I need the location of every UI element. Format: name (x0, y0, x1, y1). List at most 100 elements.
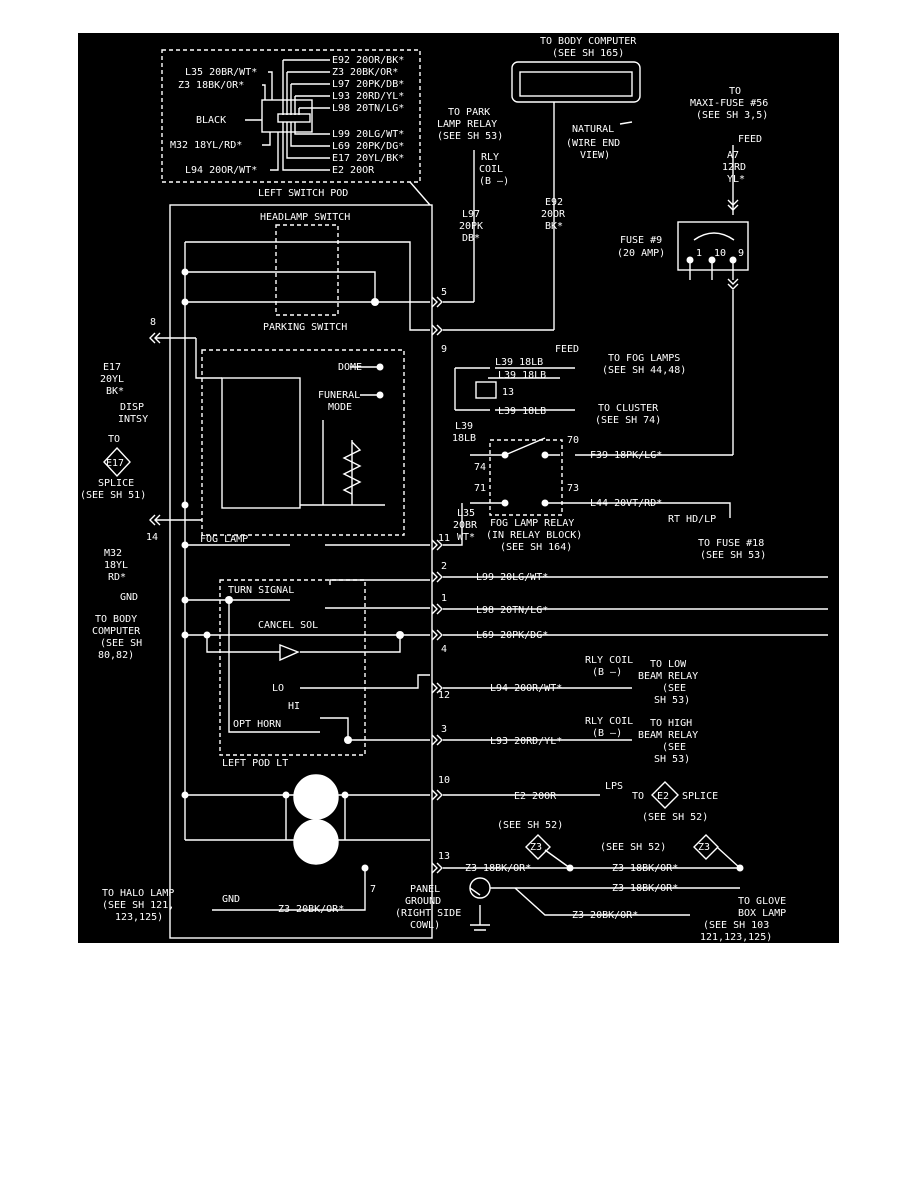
pin-number-11: 11 (438, 533, 450, 544)
pin-number-13: 13 (438, 851, 450, 862)
see-sh52-label-b: (SEE SH 52) (600, 842, 666, 853)
panel-ground-label-3: (RIGHT SIDE (395, 908, 461, 919)
a7-wire-label-1: A7 (727, 150, 739, 161)
high-beam-label-4: SH 53) (654, 754, 690, 765)
pin-number-2: 2 (441, 561, 447, 572)
pin-l97: L97 20PK/DB* (332, 79, 404, 90)
halo-lamp-label-3: 123,125) (115, 912, 163, 923)
e92-wire-label-2: 20OR (541, 209, 566, 220)
hi-label: HI (288, 701, 300, 712)
l35-wire-label-2: 20BR (453, 520, 478, 531)
pin-number-12: 12 (438, 690, 450, 701)
fuse9-box (677, 221, 749, 271)
to-splice-label: TO (108, 434, 120, 445)
l99-wire-label: L99 20LG/WT* (476, 572, 548, 583)
lps-label: LPS (605, 781, 623, 792)
headlamp-switch-box (275, 224, 339, 316)
fog-relay-name-1: FOG LAMP RELAY (490, 518, 574, 529)
maxi-fuse-label-2: MAXI-FUSE #56 (690, 98, 768, 109)
relay-pin-70: 70 (567, 435, 579, 446)
connector-chevron-icon (149, 199, 739, 874)
low-rly-label-1: RLY COIL (585, 655, 633, 666)
natural-label: NATURAL (572, 124, 614, 135)
pin-number-3: 3 (441, 724, 447, 735)
connector-pinout-box (161, 49, 421, 183)
l94-wire-label: L94 20OR/WT* (490, 683, 562, 694)
to-cluster-label: TO CLUSTER (598, 403, 659, 414)
halo-lamp-label-1: TO HALO LAMP (102, 888, 174, 899)
wire-end-label-1: (WIRE END (566, 138, 620, 149)
e2-ref-label: (SEE SH 52) (642, 812, 708, 823)
pin-black: BLACK (196, 115, 226, 126)
high-beam-label-2: BEAM RELAY (638, 730, 698, 741)
park-lamp-label-1: TO PARK (448, 107, 490, 118)
pin-number-10: 10 (438, 775, 450, 786)
high-rly-label-1: RLY COIL (585, 716, 633, 727)
glove-box-label-3: (SEE SH 103 (703, 920, 769, 931)
pin-number-7: 7 (370, 884, 376, 895)
z3-splice-icon-1 (525, 834, 551, 860)
to-fuse18-label: TO FUSE #18 (698, 538, 764, 549)
ground-icon (469, 877, 491, 899)
l97-wire-label-3: DB* (462, 233, 480, 244)
dome-control-icon (221, 377, 301, 509)
maxi-fuse-label-1: TO (729, 86, 741, 97)
high-beam-label-3: (SEE (662, 742, 686, 753)
parking-switch-label: PARKING SWITCH (263, 322, 347, 333)
low-beam-label-1: TO LOW (650, 659, 687, 670)
m32-wire-label-2: 18YL (104, 560, 128, 571)
to-e2-label: TO (632, 791, 644, 802)
m32-wire-label-3: RD* (108, 572, 126, 583)
turn-signal-box (219, 579, 366, 756)
m32-wire-label-1: M32 (104, 548, 122, 559)
fog-indicator-box (475, 381, 497, 399)
body-computer-ref: (SEE SH 165) (552, 48, 624, 59)
to-body-computer-4: 80,82) (98, 650, 134, 661)
connector-lead-line (409, 181, 431, 206)
turn-signal-label: TURN SIGNAL (228, 585, 294, 596)
panel-ground-label-4: COWL) (410, 920, 440, 931)
e17-wire-label-3: BK* (106, 386, 124, 397)
to-body-computer-2: COMPUTER (92, 626, 141, 637)
pin-e92: E92 20OR/BK* (332, 55, 404, 66)
relay-pin-74: 74 (474, 462, 486, 473)
park-rly-label-3: (B —) (479, 176, 509, 187)
l35-wire-label-1: L35 (457, 508, 475, 519)
glove-box-label-2: BOX LAMP (738, 908, 786, 919)
l39-wire-label-3: L39 18LB (498, 406, 546, 417)
switch-pod-title: LEFT SWITCH POD (258, 188, 348, 199)
l93-wire-label: L93 20RD/YL* (490, 736, 562, 747)
l39-side-label-1: L39 (455, 421, 473, 432)
body-computer-connector-icon (511, 61, 641, 103)
opt-horn-label: OPT HORN (233, 719, 281, 730)
cluster-ref-label: (SEE SH 74) (595, 415, 661, 426)
to-body-computer-3: (SEE SH (100, 638, 142, 649)
z3-wire-label-a: Z3 18BK/OR* (465, 863, 531, 874)
lamp-bulb-icon-2 (293, 819, 339, 865)
fuse9-rating: (20 AMP) (617, 248, 665, 259)
e17-wire-label-2: 20YL (100, 374, 124, 385)
l69-wire-label: L69 20PK/DG* (476, 630, 548, 641)
pin-m32: M32 18YL/RD* (170, 140, 242, 151)
halo-gnd-label: GND (222, 894, 240, 905)
lo-label: LO (272, 683, 284, 694)
pin-l35: L35 20BR/WT* (185, 67, 257, 78)
low-rly-label-2: (B —) (592, 667, 622, 678)
pin-z3: Z3 20BK/OR* (332, 67, 398, 78)
headlamp-switch-label: HEADLAMP SWITCH (260, 212, 350, 223)
z3-splice-icon-2 (693, 834, 719, 860)
pin-l99: L99 20LG/WT* (332, 129, 404, 140)
fog-lamp-label: FOG LAMP (200, 534, 248, 545)
e92-wire-label-1: E92 (545, 197, 563, 208)
e17-splice-id: E17 (106, 458, 124, 469)
disp-label-2: INTSY (118, 414, 148, 425)
maxi-fuse-label-3: (SEE SH 3,5) (696, 110, 768, 121)
pin-number-9: 9 (441, 344, 447, 355)
halo-lamp-label-2: (SEE SH 121, (102, 900, 174, 911)
switch-pod-enclosure (169, 204, 433, 939)
z3-splice-id-1: Z3 (530, 842, 542, 853)
high-rly-label-2: (B —) (592, 728, 622, 739)
low-beam-label-2: BEAM RELAY (638, 671, 698, 682)
to-fog-lamps-label: TO FOG LAMPS (608, 353, 680, 364)
